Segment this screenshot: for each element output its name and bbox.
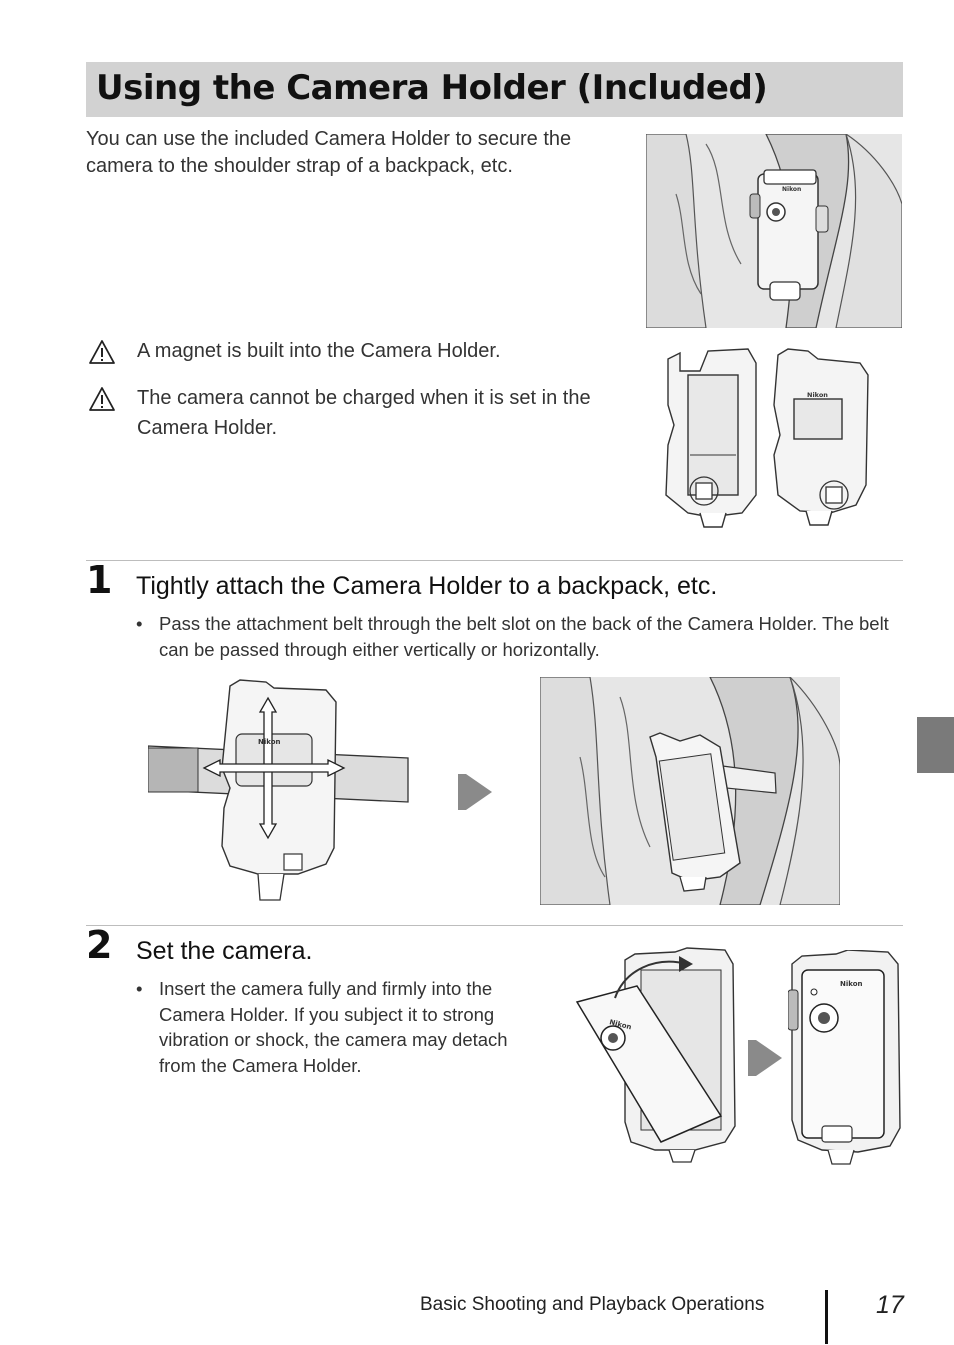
- note-text: The camera cannot be charged when it is …: [137, 387, 591, 439]
- next-arrow-icon: [748, 1034, 782, 1082]
- illustration-holder-on-backpack: [540, 677, 840, 905]
- next-arrow-icon: [458, 768, 492, 816]
- illustration-camera-set: Nikon: [788, 950, 904, 1168]
- step-number: 1: [86, 558, 113, 602]
- warning-triangle-icon: [89, 387, 115, 411]
- step-bullet: • Pass the attachment belt through the b…: [136, 611, 896, 662]
- illustration-holder-front-back: Nikon: [660, 345, 872, 535]
- step-title: Tightly attach the Camera Holder to a ba…: [136, 572, 718, 600]
- page-number: 17: [876, 1291, 904, 1319]
- footer-divider: [825, 1290, 828, 1344]
- nikon-logo-text: Nikon: [807, 391, 828, 399]
- warning-triangle-icon: [89, 340, 115, 364]
- note-magnet: A magnet is built into the Camera Holder…: [88, 336, 608, 366]
- section-divider: [86, 560, 903, 561]
- title-bar: Using the Camera Holder (Included): [86, 62, 903, 117]
- nikon-logo-text: Nikon: [258, 738, 281, 746]
- bullet-dot: •: [136, 978, 143, 999]
- nikon-logo-text: Nikon: [840, 980, 863, 988]
- bullet-text: Pass the attachment belt through the bel…: [159, 613, 889, 660]
- note-text: A magnet is built into the Camera Holder…: [137, 340, 501, 362]
- illustration-inserting-camera: Nikon: [575, 946, 740, 1166]
- illustration-belt-slot: Nikon: [148, 678, 410, 904]
- section-divider: [86, 925, 903, 926]
- step-title: Set the camera.: [136, 937, 313, 965]
- bullet-dot: •: [136, 613, 143, 634]
- step-number: 2: [86, 923, 113, 967]
- intro-text: You can use the included Camera Holder t…: [86, 128, 572, 177]
- footer-section-title: Basic Shooting and Playback Operations: [420, 1294, 765, 1315]
- page-title: Using the Camera Holder (Included): [96, 68, 768, 108]
- chapter-tab: [917, 717, 954, 773]
- nikon-logo-text: Nikon: [782, 186, 801, 193]
- step-bullet: • Insert the camera fully and firmly int…: [136, 976, 540, 1078]
- note-charging: The camera cannot be charged when it is …: [88, 383, 608, 443]
- bullet-text: Insert the camera fully and firmly into …: [159, 978, 508, 1076]
- illustration-holder-on-strap: Nikon: [646, 134, 902, 328]
